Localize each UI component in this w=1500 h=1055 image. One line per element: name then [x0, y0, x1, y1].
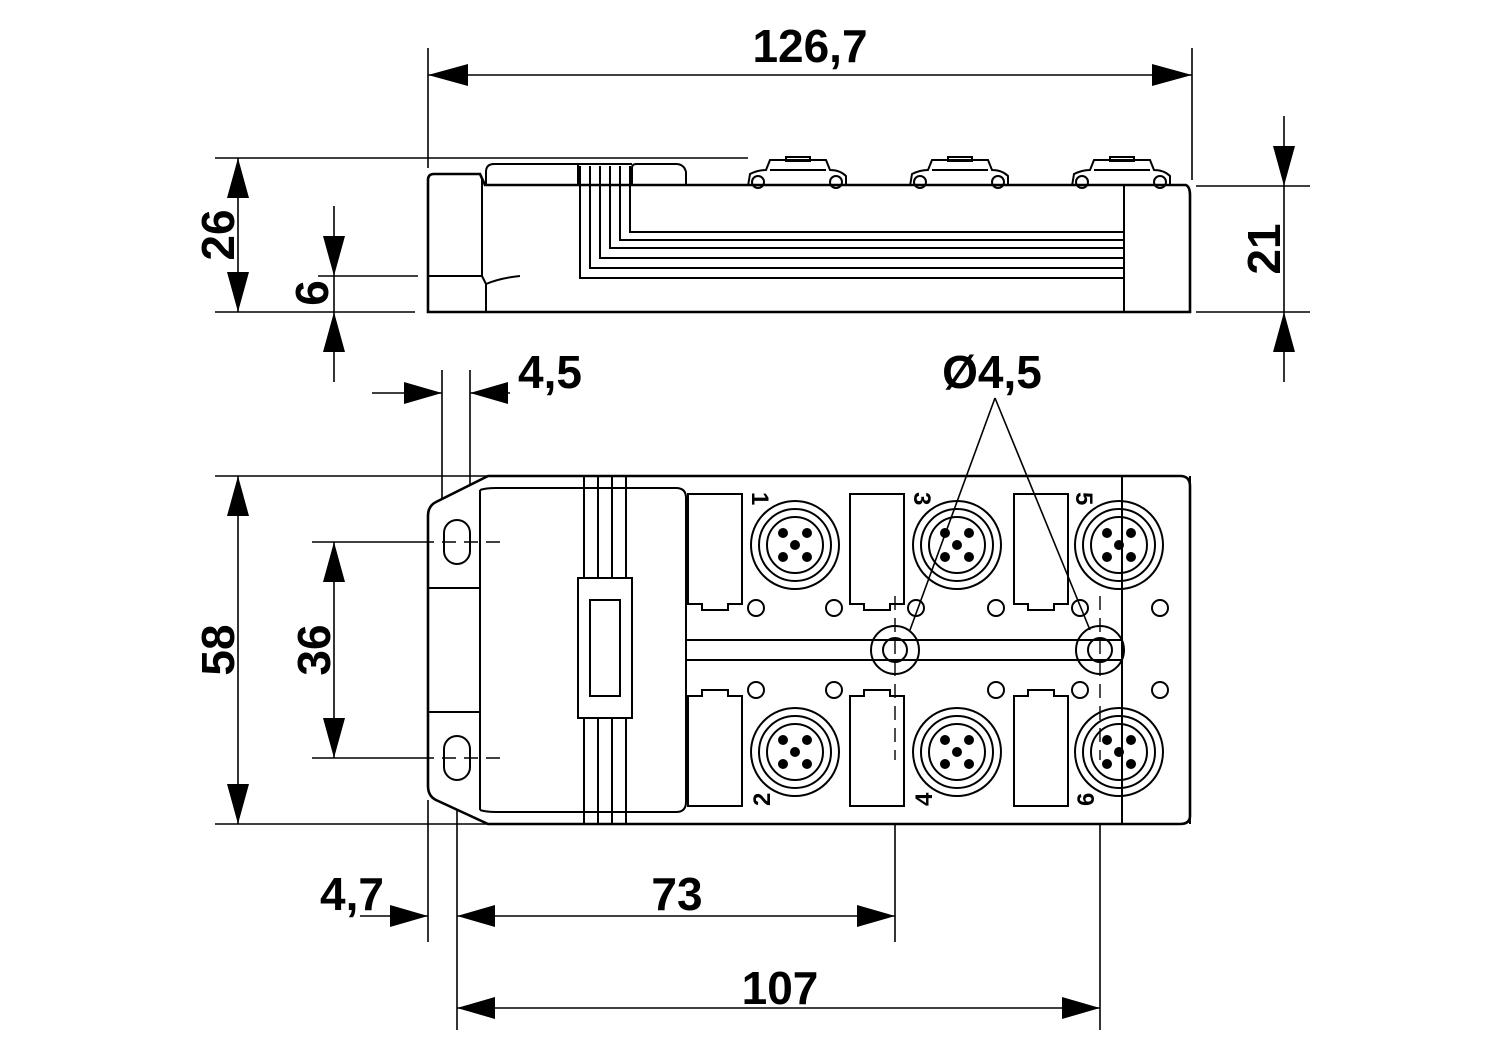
dim-label-126-7: 126,7	[752, 20, 867, 72]
port-label-4: 4	[911, 792, 938, 806]
dimension-hole-spacing: 36	[288, 542, 345, 758]
port-connector-4	[912, 707, 1002, 797]
side-connector-3	[1071, 156, 1171, 189]
dimension-hole-diameter: Ø4,5	[909, 346, 1091, 631]
dimension-slot-offset-bottom: 4,7	[320, 868, 428, 927]
port-connector-5	[1074, 500, 1164, 590]
dim-label-26: 26	[192, 209, 244, 260]
dimension-height-right: 21	[1238, 116, 1295, 382]
label-field-group	[687, 493, 1069, 807]
port-connector-2	[750, 707, 840, 797]
port-connector-6	[1074, 707, 1164, 797]
dim-label-107: 107	[742, 962, 819, 1014]
dimension-height-side: 26	[192, 158, 249, 312]
dim-label-6: 6	[286, 280, 338, 306]
dimension-slot-offset-top: 4,5	[372, 346, 582, 404]
dimension-base-side: 6	[286, 206, 345, 382]
dim-label-58: 58	[192, 624, 244, 675]
dim-label-4-7: 4,7	[320, 868, 384, 920]
port-label-2: 2	[749, 793, 776, 806]
port-label-3: 3	[908, 492, 935, 505]
port-label-5: 5	[1070, 492, 1097, 505]
side-view	[215, 48, 1310, 314]
dimension-height-plan: 58	[192, 476, 249, 824]
status-led-group	[747, 599, 1169, 699]
dim-label-4-5: 4,5	[518, 346, 582, 398]
side-connector-2	[909, 156, 1009, 189]
side-connector-1	[747, 156, 847, 189]
port-connector-1	[750, 500, 840, 590]
dim-label-73: 73	[651, 868, 702, 920]
port-label-1: 1	[746, 492, 773, 505]
dimension-span-total: 107	[457, 962, 1100, 1019]
dim-label-diameter: Ø4,5	[942, 346, 1042, 398]
dim-label-21: 21	[1238, 223, 1290, 274]
port-label-6: 6	[1073, 793, 1100, 806]
dim-label-36: 36	[288, 624, 340, 675]
plan-view: 1 2 3 4 5 6	[215, 370, 1192, 1030]
dimension-span-center: 73	[457, 868, 895, 927]
dimension-length-top: 126,7	[428, 20, 1192, 86]
